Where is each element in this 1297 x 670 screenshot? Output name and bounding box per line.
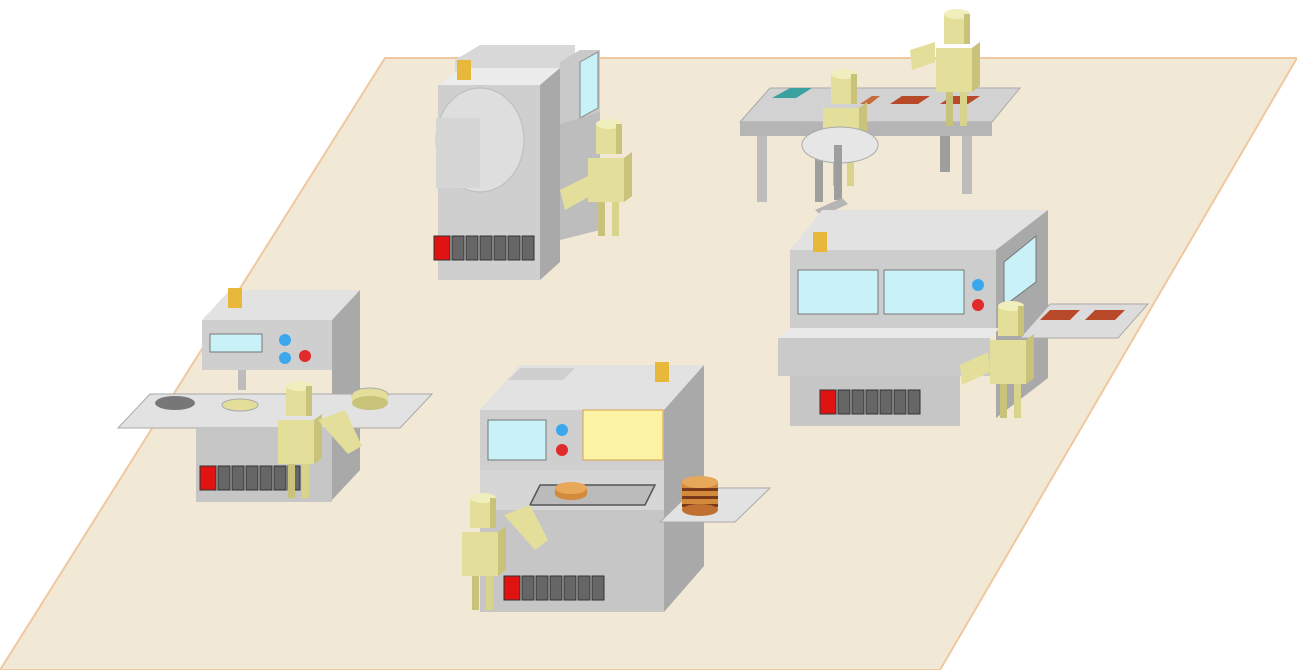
control-panel-icon (200, 466, 300, 490)
mixer-screen-icon (210, 334, 262, 352)
beacon-light-icon (655, 362, 669, 382)
bake-screen-icon (488, 420, 546, 460)
oven-window-icon (798, 270, 878, 314)
stop-button-icon (972, 299, 984, 311)
beacon-light-icon (813, 232, 827, 252)
oven-window-icon (884, 270, 964, 314)
control-panel-icon (820, 390, 920, 414)
bake-window-icon (583, 410, 663, 460)
beacon-light-icon (457, 60, 471, 80)
start-button-icon (972, 279, 984, 291)
press-screen-icon (580, 52, 598, 118)
beacon-light-icon (228, 288, 242, 308)
control-panel-icon (434, 236, 534, 260)
control-panel-icon (504, 576, 604, 600)
